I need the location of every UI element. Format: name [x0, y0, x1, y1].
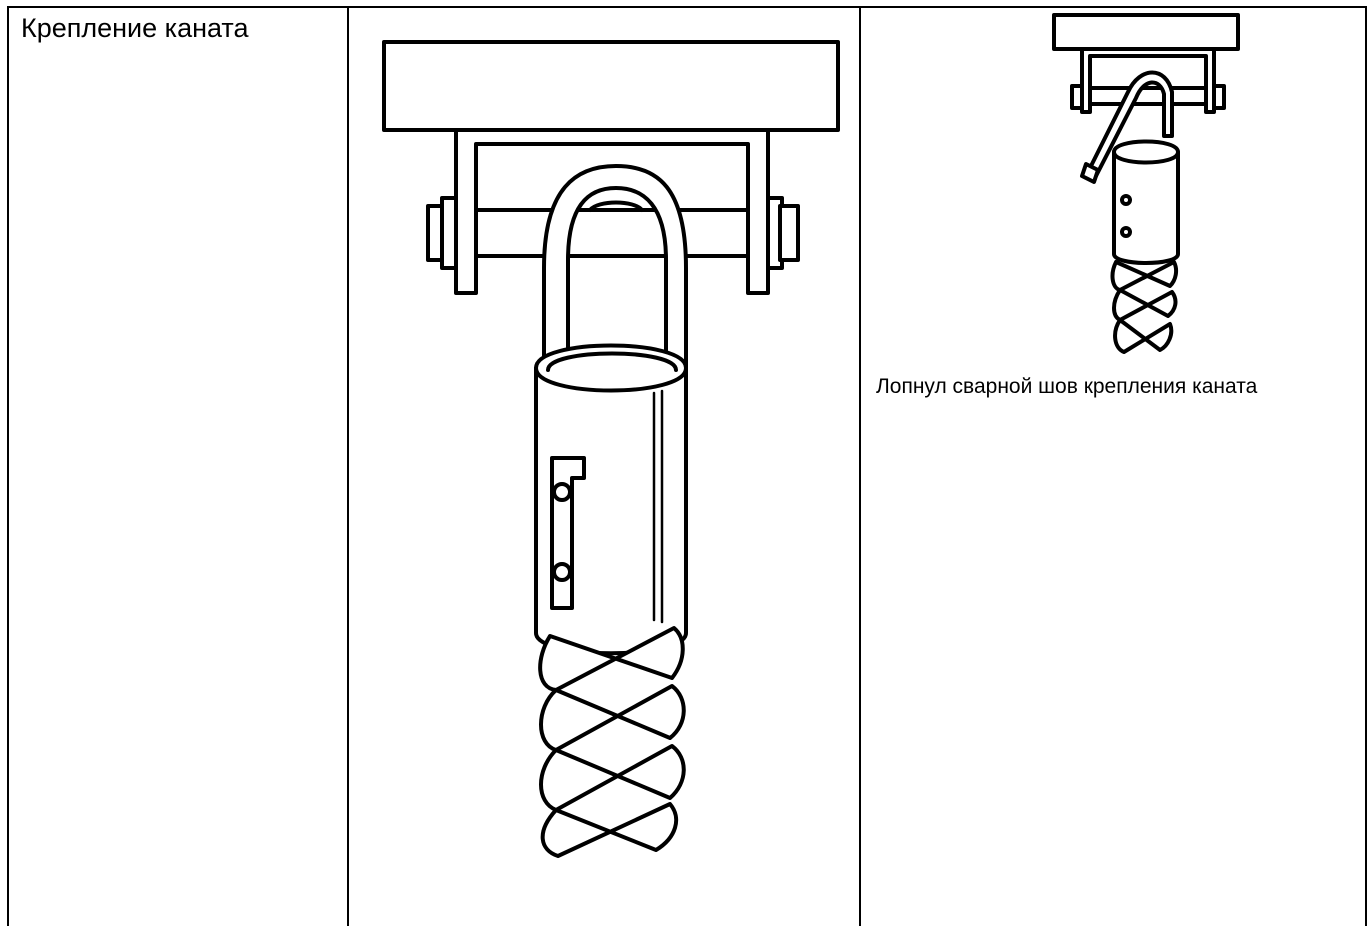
- rope-attachment-icon: [382, 40, 840, 858]
- table-column-divider-2: [859, 6, 861, 926]
- row-label: Крепление каната: [21, 13, 249, 43]
- rope-attachment-failure-icon: [1052, 13, 1240, 354]
- table-border-top: [7, 6, 1367, 8]
- table-column-divider-1: [347, 6, 349, 926]
- caption: Лопнул сварной шов крепления каната: [876, 375, 1258, 398]
- table-border-right: [1365, 6, 1367, 926]
- table-border-left: [7, 6, 9, 926]
